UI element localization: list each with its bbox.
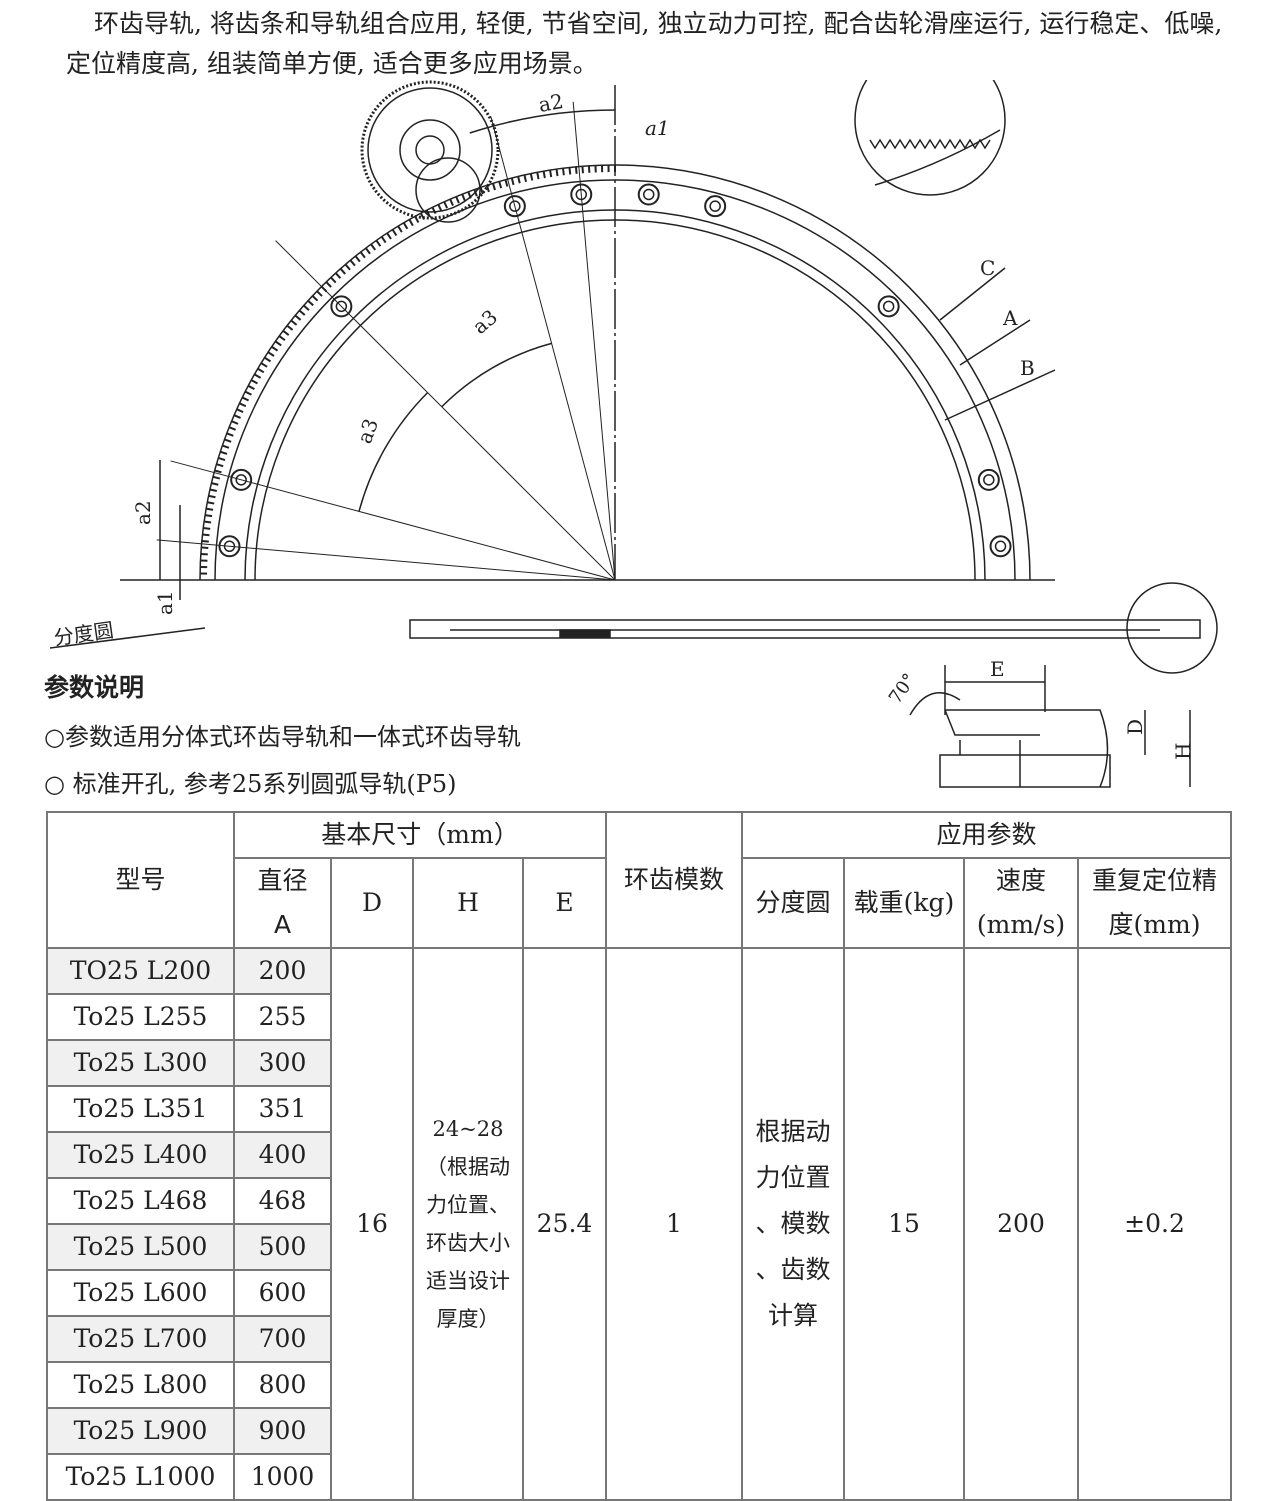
cell-model: To25 L468 [46,1177,235,1225]
cell-diameter: 700 [233,1315,332,1363]
label-a2-top: a2 [537,89,565,117]
cell-diameter: 300 [233,1039,332,1087]
cell-D: 16 [330,947,414,1501]
cell-diameter: 600 [233,1269,332,1317]
label-A: A [1002,306,1018,330]
cell-diameter: 200 [233,947,332,995]
label-70-degree: 70° [885,670,921,708]
label-a3-upper: a3 [468,305,502,339]
cell-diameter: 255 [233,993,332,1041]
cell-model: To25 L600 [46,1269,235,1317]
label-pitch-circle: 分度圆 [52,618,115,650]
label-a2-left: a2 [131,500,155,525]
cell-pitch: 根据动力位置、模数、齿数计算 [741,947,845,1501]
cell-model: To25 L400 [46,1131,235,1179]
cell-model: To25 L800 [46,1361,235,1409]
label-a1-top: a1 [645,116,670,140]
header-H: H [412,857,524,949]
cell-module: 1 [605,947,743,1501]
cell-H: 24~28（根据动力位置、环齿大小适当设计厚度） [412,947,524,1501]
cell-E: 25.4 [522,947,607,1501]
cell-model: To25 L700 [46,1315,235,1363]
cell-model: To25 L255 [46,993,235,1041]
label-H: H [1171,743,1195,760]
header-model: 型号 [46,811,235,949]
cell-diameter: 468 [233,1177,332,1225]
cell-diameter: 500 [233,1223,332,1271]
header-pitch-circle: 分度圆 [741,857,845,949]
cell-diameter: 1000 [233,1453,332,1501]
label-E: E [990,657,1005,681]
cell-model: TO25 L200 [46,947,235,995]
cell-model: To25 L351 [46,1085,235,1133]
header-speed: 速度(mm/s) [963,857,1079,949]
cell-diameter: 400 [233,1131,332,1179]
header-application: 应用参数 [741,811,1232,859]
header-repeat-accuracy: 重复定位精度(mm) [1077,857,1232,949]
ring-rail-drawing: a2 a1 a3 a3 a2 a1 C A B 分度圆 E D H 70° [49,80,1218,788]
cell-repeat: ±0.2 [1077,947,1232,1501]
header-basic-dimensions: 基本尺寸（mm） [233,811,607,859]
cell-model: To25 L1000 [46,1453,235,1501]
params-title: 参数说明 [44,673,145,702]
header-D: D [330,857,414,949]
cell-diameter: 900 [233,1407,332,1455]
cell-speed: 200 [963,947,1079,1501]
cell-model: To25 L900 [46,1407,235,1455]
label-C: C [980,256,995,280]
cell-model: To25 L300 [46,1039,235,1087]
params-note-2: ○ 标准开孔, 参考25系列圆弧导轨(P5) [44,770,457,798]
intro-text: 环齿导轨, 将齿条和导轨组合应用, 轻便, 节省空间, 独立动力可控, 配合齿轮… [66,9,1223,78]
header-load: 载重(kg) [843,857,965,949]
header-module: 环齿模数 [605,811,743,949]
label-a1-left: a1 [153,590,177,615]
cell-model: To25 L500 [46,1223,235,1271]
cell-diameter: 800 [233,1361,332,1409]
cell-diameter: 351 [233,1085,332,1133]
label-D: D [1123,719,1147,735]
label-a3-lower: a3 [352,415,383,446]
label-B: B [1020,356,1035,380]
cell-load: 15 [843,947,965,1501]
header-E: E [522,857,607,949]
params-note-1: ○参数适用分体式环齿导轨和一体式环齿导轨 [44,723,521,751]
